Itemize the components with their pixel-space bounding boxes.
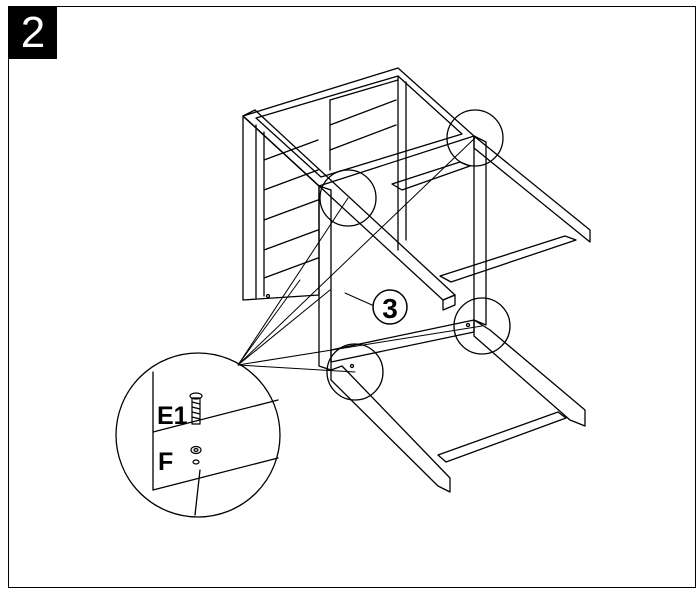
detail-magnifier bbox=[115, 352, 281, 518]
part-callout-circle bbox=[372, 289, 408, 325]
washer-icon bbox=[190, 445, 202, 465]
step-number-badge: 2 bbox=[9, 7, 57, 59]
rails bbox=[242, 109, 591, 493]
screw-icon bbox=[189, 392, 203, 425]
screw-label: E1 bbox=[157, 402, 188, 430]
instruction-panel: 2 bbox=[8, 6, 696, 588]
leader-lines bbox=[237, 137, 483, 373]
washer-label: F bbox=[158, 448, 173, 476]
highlight-circles bbox=[319, 109, 511, 401]
screw-holes bbox=[265, 293, 471, 369]
part-callout-number: 3 bbox=[382, 293, 398, 324]
back-panel-slats bbox=[329, 75, 407, 251]
